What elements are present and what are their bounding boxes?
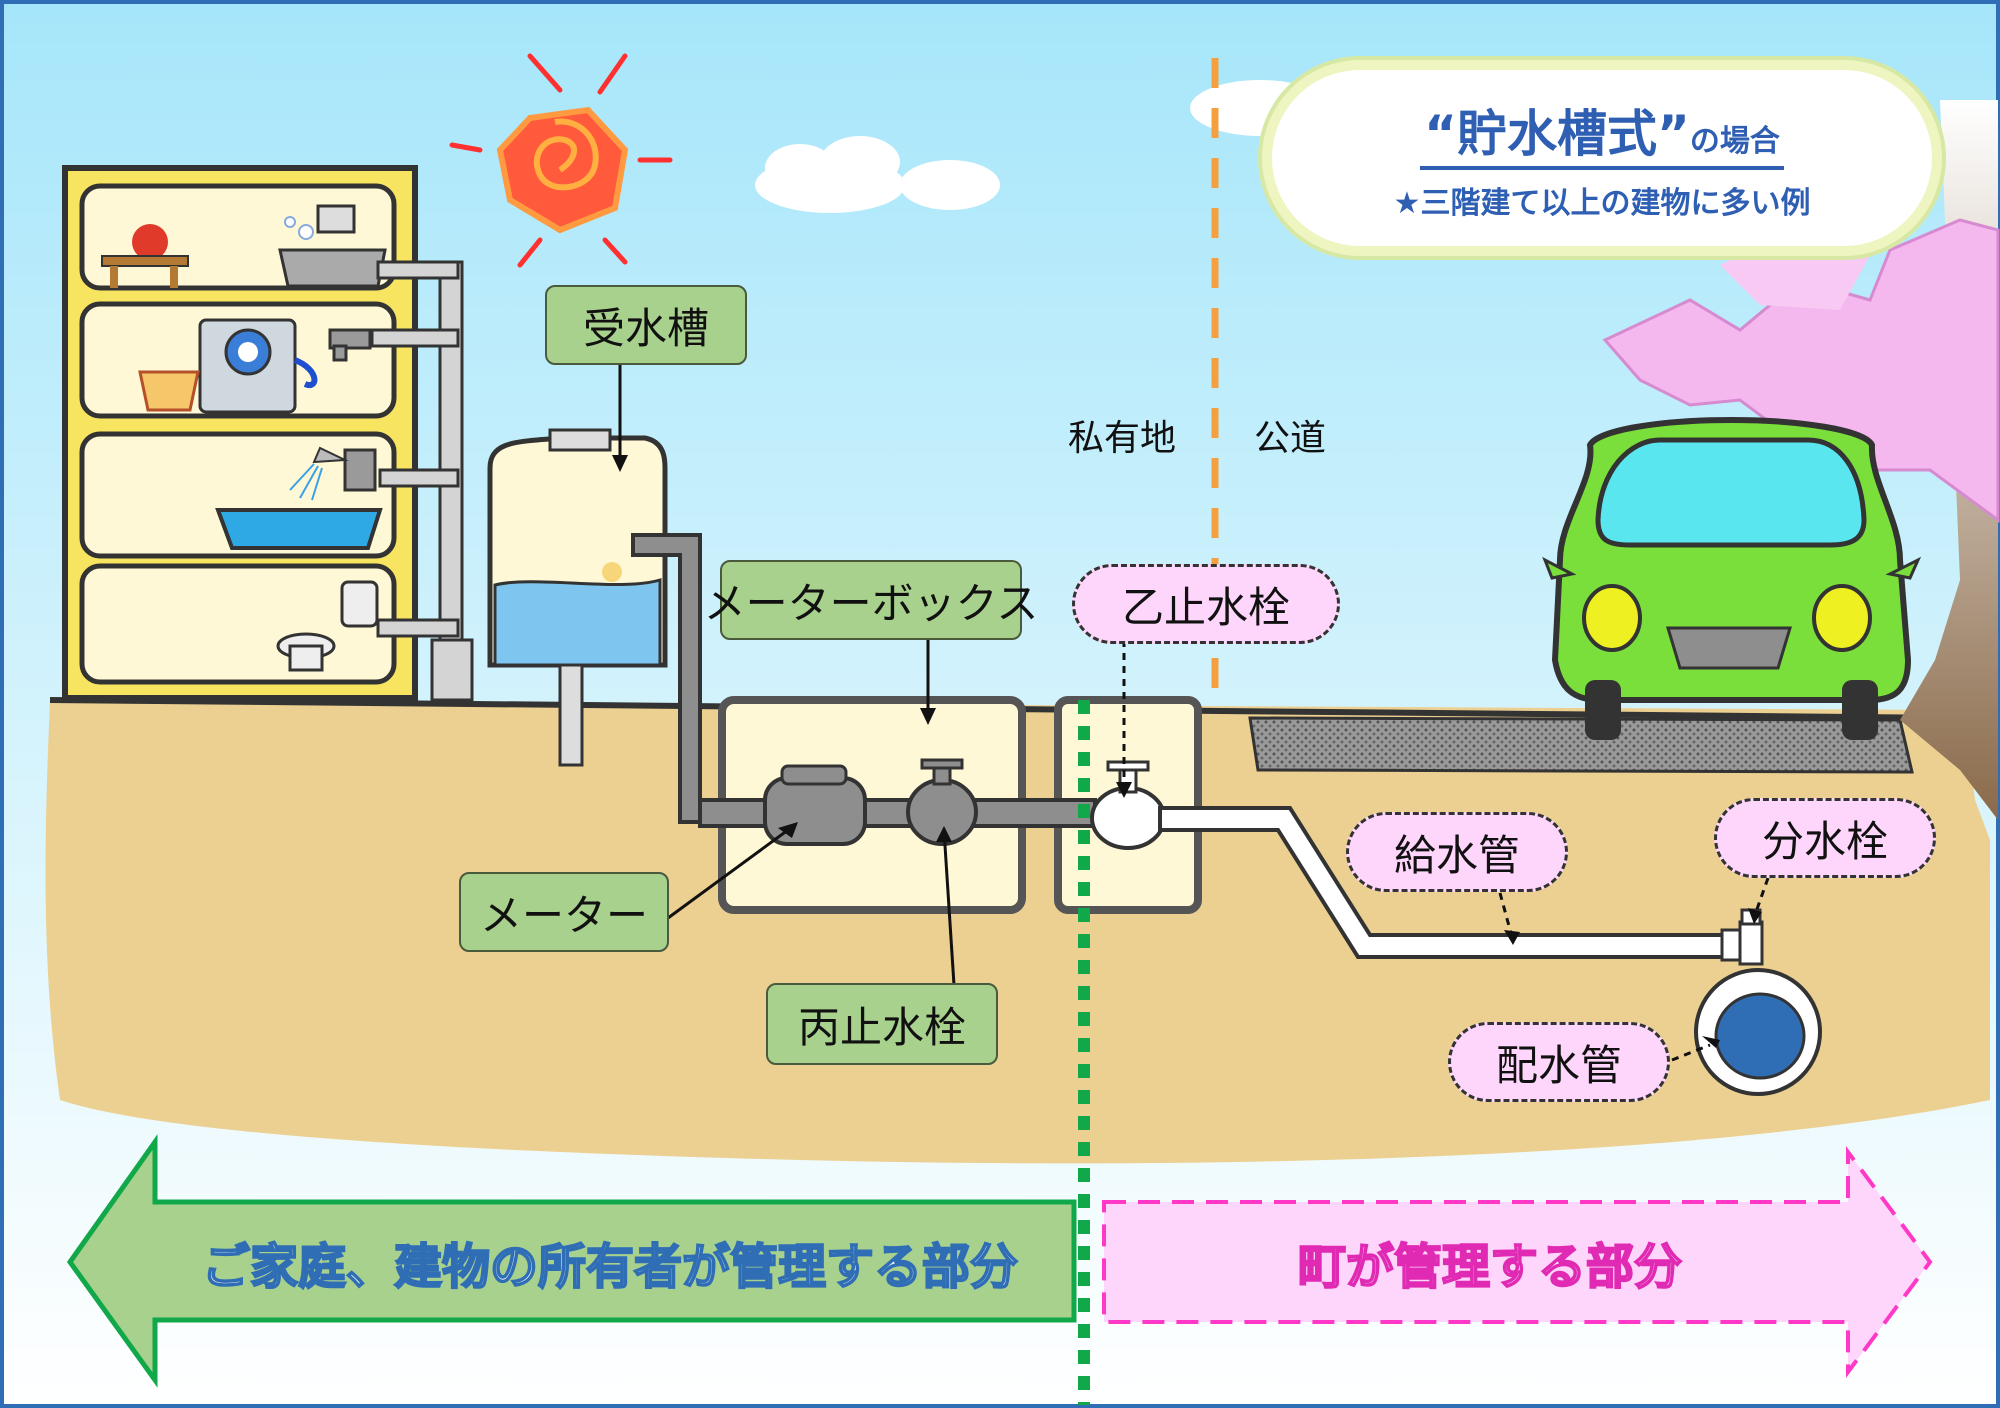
hei-stopcock (906, 758, 978, 846)
shower (289, 446, 377, 501)
road-gravel (1248, 716, 1914, 774)
toilet (276, 580, 379, 672)
service-pipe-private (698, 798, 1097, 828)
diagram-title: “貯水槽式”の場合 (1420, 94, 1784, 170)
hei-stopcock-label: 丙止水栓 (766, 983, 998, 1065)
town-responsibility-arrow (1102, 1145, 1933, 1379)
distribution-main-label: 配水管 (1448, 1022, 1670, 1102)
water-meter (763, 764, 867, 846)
table-and-pot (101, 224, 189, 288)
branch-stopcock-label: 分水栓 (1714, 798, 1936, 878)
owner-responsibility-text: ご家庭、建物の所有者が管理する部分 (201, 1238, 1019, 1296)
sun (449, 53, 673, 268)
title-box: “貯水槽式”の場合 ★三階建て以上の建物に多い例 (1262, 60, 1942, 256)
otsu-stopcock-label: 乙止水栓 (1072, 564, 1340, 644)
riser-pipe (370, 260, 474, 702)
title-main-text: “貯水槽式” (1424, 105, 1690, 163)
private-land-label: 私有地 (1067, 418, 1176, 459)
town-responsibility-text: 町が管理する部分 (1297, 1238, 1683, 1296)
receiving-tank-label: 受水槽 (545, 285, 747, 365)
meter-box-label: メーターボックス (704, 560, 1038, 640)
dashed-callout-arrows (1122, 640, 1770, 1062)
public-road-label: 公道 (1253, 418, 1326, 459)
laundry-basket (138, 370, 200, 412)
supply-pipe-label: 給水管 (1346, 812, 1568, 892)
sink (278, 204, 387, 288)
receiving-tank (487, 428, 668, 767)
washing-machine (198, 318, 318, 414)
diagram-subtitle: ★三階建て以上の建物に多い例 (1393, 186, 1811, 221)
dashed-callout-arrowheads (1116, 782, 1762, 1048)
title-suffix: の場合 (1689, 124, 1780, 159)
faucet-icon (328, 328, 372, 362)
distribution-main (1694, 968, 1822, 1096)
meter-label: メーター (459, 872, 669, 952)
owner-responsibility-arrow (66, 1134, 1077, 1388)
cloud (755, 80, 1330, 213)
car (1542, 416, 1922, 740)
callout-arrows (612, 365, 956, 986)
bathtub (215, 508, 383, 550)
